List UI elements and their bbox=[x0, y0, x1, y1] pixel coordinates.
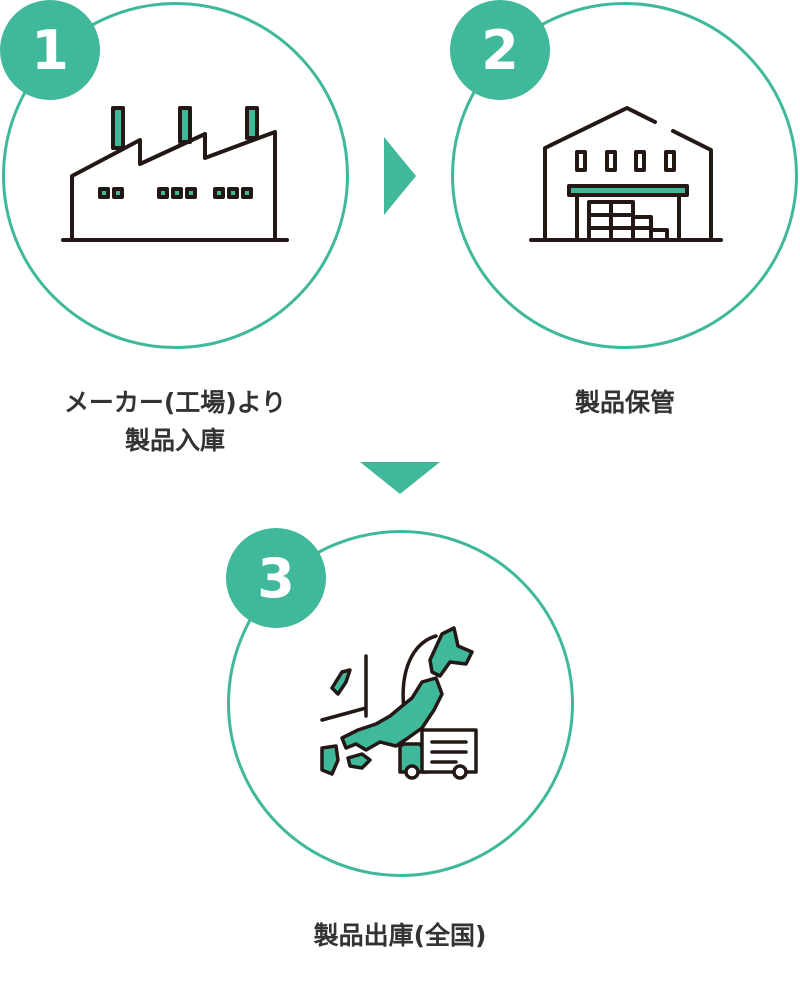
step-2-label-line1: 製品保管 bbox=[574, 388, 675, 417]
step-2-badge: 2 bbox=[450, 0, 550, 100]
step-1-label: メーカー(工場)より 製品入庫 bbox=[20, 384, 330, 460]
arrow-right-icon bbox=[384, 137, 416, 215]
warehouse-icon bbox=[529, 106, 723, 242]
step-2-label: 製品保管 bbox=[475, 384, 775, 422]
step-3-label-line1: 製品出庫(全国) bbox=[313, 921, 487, 950]
step-3-badge: 3 bbox=[226, 528, 326, 628]
step-3-circle bbox=[227, 530, 574, 877]
japan-map-truck-icon bbox=[320, 626, 478, 780]
factory-icon bbox=[61, 106, 289, 242]
step-3-label: 製品出庫(全国) bbox=[250, 917, 550, 955]
arrow-down-icon bbox=[360, 462, 440, 494]
step-1-label-line2: 製品入庫 bbox=[124, 426, 225, 455]
step-1-badge: 1 bbox=[0, 0, 100, 100]
step-1-label-line1: メーカー(工場)より bbox=[63, 388, 287, 417]
